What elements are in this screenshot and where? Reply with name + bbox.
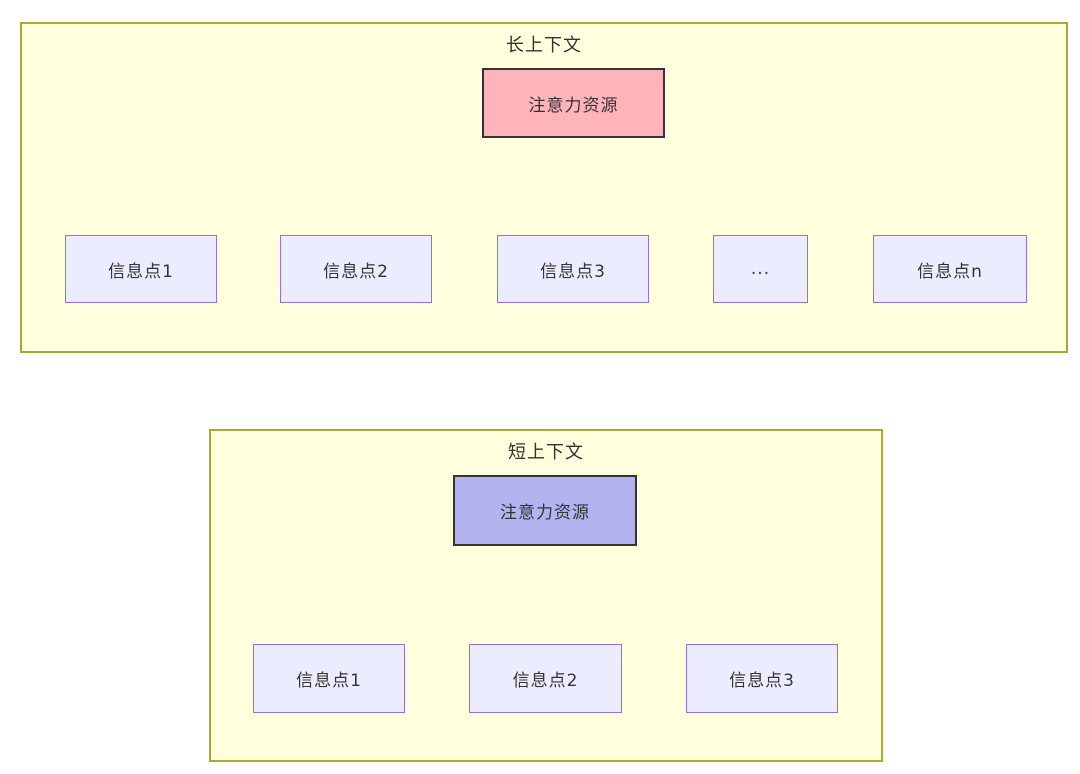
info-node-long-2: 信息点2: [280, 235, 432, 303]
info-node-short-2-label: 信息点2: [512, 671, 579, 691]
info-node-long-ellipsis-label: ...: [750, 259, 771, 279]
info-node-short-2: 信息点2: [469, 644, 622, 713]
info-node-short-3: 信息点3: [686, 644, 838, 713]
info-node-long-3: 信息点3: [497, 235, 649, 303]
attention-node-short: 注意力资源: [453, 475, 637, 546]
panel-short-context-title: 短上下文: [508, 442, 584, 463]
info-node-short-1: 信息点1: [253, 644, 405, 713]
attention-node-long: 注意力资源: [482, 68, 665, 138]
info-node-long-n-label: 信息点n: [917, 261, 983, 282]
panel-long-context-title: 长上下文: [506, 35, 582, 56]
info-node-long-3-label: 信息点3: [540, 261, 606, 282]
info-node-long-1: 信息点1: [65, 235, 217, 303]
info-node-long-1-label: 信息点1: [108, 261, 174, 282]
info-node-long-ellipsis: ...: [713, 235, 808, 303]
info-node-long-n: 信息点n: [873, 235, 1027, 303]
info-node-long-2-label: 信息点2: [323, 261, 389, 282]
attention-node-short-label: 注意力资源: [500, 503, 590, 523]
info-node-short-1-label: 信息点1: [296, 671, 362, 691]
info-node-short-3-label: 信息点3: [729, 671, 795, 691]
attention-node-long-label: 注意力资源: [528, 95, 619, 116]
